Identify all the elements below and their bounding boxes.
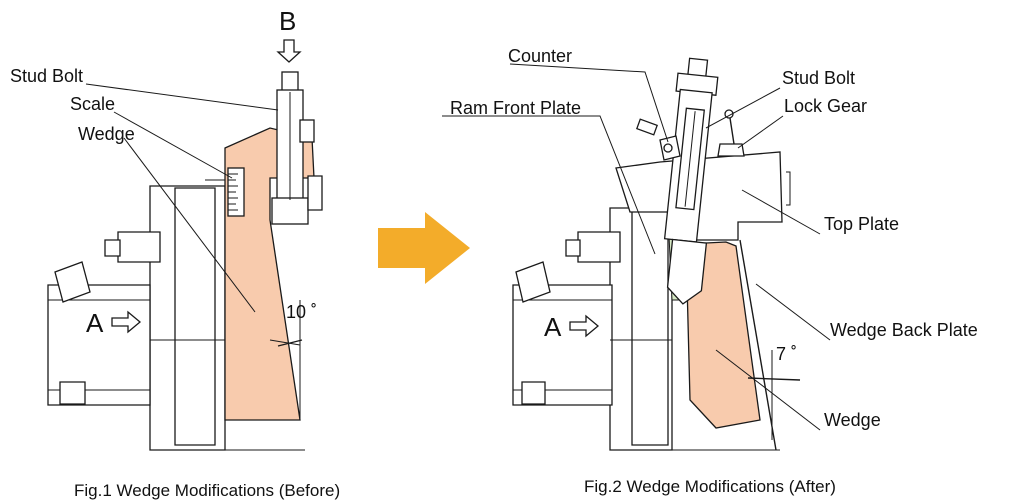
- fig2-counter: [635, 118, 681, 161]
- fig1-label-a: A: [86, 308, 104, 338]
- fig2-lock-gear: [717, 109, 745, 157]
- fig2-label-lock-gear: Lock Gear: [784, 96, 867, 116]
- fig2-label-ram-front-plate: Ram Front Plate: [450, 98, 581, 118]
- fig2-leader-lock-gear: [737, 115, 784, 149]
- fig1-label-wedge: Wedge: [78, 124, 135, 144]
- fig1-angle-label: 10 ˚: [286, 302, 317, 322]
- fig1-label-scale: Scale: [70, 94, 115, 114]
- fig2-machine-body: [512, 207, 780, 451]
- figure-2: A 7 ˚ Counter Stud Bolt Ram Front Plate …: [442, 46, 978, 496]
- fig2-stud-bolt: [663, 57, 719, 305]
- fig2-leader-top-plate: [741, 189, 821, 235]
- fig2-wedge-back-plate-line: [739, 239, 777, 451]
- fig2-label-wedge-back-plate: Wedge Back Plate: [830, 320, 978, 340]
- fig1-angle-marker: [269, 300, 303, 420]
- fig1-label-b: B: [279, 6, 296, 36]
- fig2-label-a: A: [544, 312, 562, 342]
- right-arrow-icon: [378, 212, 470, 284]
- fig1-leader-wedge: [123, 137, 256, 313]
- fig1-a-arrow: [111, 310, 142, 334]
- fig2-leader-ram-front-plate: [442, 115, 656, 255]
- fig1-caption: Fig.1 Wedge Modifications (Before): [74, 481, 340, 500]
- fig2-label-wedge: Wedge: [824, 410, 881, 430]
- fig2-leader-wedge: [715, 349, 821, 431]
- fig1-leader-stud-bolt: [85, 83, 279, 111]
- fig2-caption: Fig.2 Wedge Modifications (After): [584, 477, 836, 496]
- fig2-angle-marker: [747, 350, 801, 440]
- fig2-leader-counter: [509, 63, 669, 143]
- fig2-label-counter: Counter: [508, 46, 572, 66]
- fig2-leader-wedge-back-plate: [755, 283, 831, 341]
- fig1-label-stud-bolt: Stud Bolt: [10, 66, 83, 86]
- fig2-wedge-shape: [685, 241, 761, 429]
- fig1-stud-bolt: [271, 71, 323, 225]
- fig1-leader-scale: [113, 111, 233, 179]
- fig2-label-top-plate: Top Plate: [824, 214, 899, 234]
- figure-1: B A 10 ˚ Stud Bolt Scale Wedge Fig.1 Wed…: [10, 6, 340, 500]
- fig2-a-arrow: [569, 314, 600, 338]
- fig1-scale: [227, 167, 245, 217]
- fig1-b-arrow: [276, 39, 302, 63]
- fig1-machine-body: [47, 179, 305, 451]
- fig2-label-stud-bolt: Stud Bolt: [782, 68, 855, 88]
- fig2-angle-label: 7 ˚: [776, 344, 797, 364]
- fig2-leader-stud-bolt: [705, 87, 781, 129]
